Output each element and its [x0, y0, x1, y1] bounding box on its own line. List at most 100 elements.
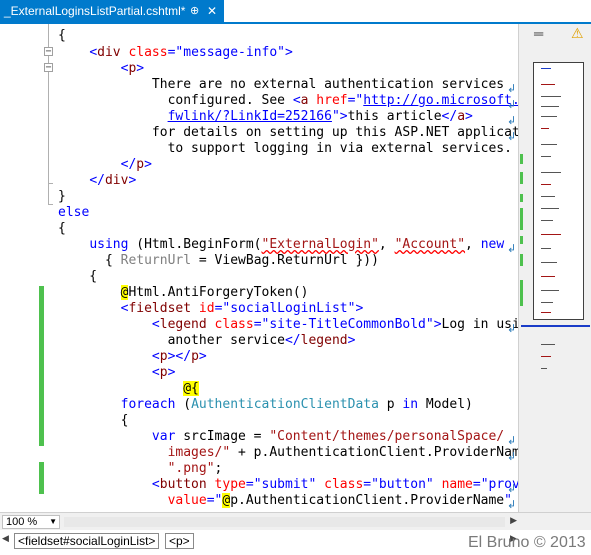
code-line: <p>: [58, 365, 175, 381]
scroll-right-icon[interactable]: ▶: [510, 533, 517, 543]
scroll-right-icon[interactable]: ▶: [510, 515, 517, 525]
outlining-margin: − −: [44, 24, 56, 512]
code-token: <p>: [151, 365, 176, 380]
code-token: configured. See <a href="http://go.micro…: [58, 93, 518, 108]
code-line: var srcImage = "Content/themes/personalS…: [58, 429, 504, 445]
code-token: <fieldset id="socialLoginList">: [120, 301, 364, 316]
code-token: @{: [183, 381, 199, 396]
minimap-line: [541, 290, 559, 291]
vertical-scrollbar-map[interactable]: ═ ⚠: [518, 24, 591, 512]
code-line: for details on setting up this ASP.NET a…: [58, 125, 518, 141]
word-wrap-glyph-icon: ↲: [507, 114, 517, 127]
code-line: foreach (AuthenticationClientData p in M…: [58, 397, 473, 413]
minimap-line: [541, 68, 551, 69]
change-bar: [39, 286, 44, 446]
minimap-change-bar: [520, 280, 523, 306]
minimap-line: [541, 156, 551, 157]
split-window-icon[interactable]: ═: [534, 26, 544, 41]
minimap-line: [541, 106, 559, 107]
horizontal-scrollbar[interactable]: ▶: [64, 515, 517, 527]
code-token: { ReturnUrl = ViewBag.ReturnUrl })): [58, 253, 379, 268]
word-wrap-glyph-icon: ↲: [507, 98, 517, 111]
minimap-line: [541, 248, 551, 249]
code-line: <p>: [58, 61, 144, 77]
collapse-toggle[interactable]: −: [44, 46, 53, 57]
code-token: </div>: [89, 173, 137, 188]
code-line: configured. See <a href="http://go.micro…: [58, 93, 518, 109]
code-token: using (Html.BeginForm("ExternalLogin", "…: [89, 237, 505, 252]
code-line: { ReturnUrl = ViewBag.ReturnUrl })): [58, 253, 379, 269]
scroll-left-icon[interactable]: ◀: [2, 533, 9, 543]
editor-gutter: [0, 24, 44, 512]
word-wrap-glyph-icon: ↲: [507, 242, 517, 255]
minimap-line: [541, 144, 557, 145]
close-icon[interactable]: ✕: [207, 4, 218, 18]
code-line: }: [58, 189, 66, 205]
editor-bottom-bar: 100 % ▼ ▶: [0, 512, 591, 530]
code-token: <legend class="site-TitleCommonBold">Log…: [151, 317, 518, 332]
code-token: {: [58, 28, 66, 43]
code-line: {: [58, 221, 66, 237]
word-wrap-glyph-icon: ↲: [507, 322, 517, 335]
code-token: }: [58, 189, 66, 204]
minimap-change-bar: [520, 172, 523, 184]
zoom-select[interactable]: 100 % ▼: [2, 515, 60, 529]
code-minimap[interactable]: [519, 44, 591, 404]
code-token: </p>: [120, 157, 152, 172]
pin-icon[interactable]: ⊕: [190, 5, 200, 17]
code-line: another service</legend>: [58, 333, 356, 349]
code-token: There are no external authentication ser…: [58, 77, 505, 92]
outline-guide: [48, 24, 49, 204]
code-token: var srcImage = "Content/themes/personalS…: [151, 429, 505, 444]
word-wrap-glyph-icon: ↲: [507, 450, 517, 463]
warning-icon[interactable]: ⚠: [571, 25, 584, 41]
breadcrumb-bar: ◀ <fieldset#socialLoginList> <p> ▶ El Br…: [0, 530, 591, 555]
code-editor[interactable]: − − { <div class="message-info"> <p> The…: [0, 24, 518, 512]
minimap-line: [541, 344, 555, 345]
tab-external-logins-list-partial[interactable]: _ExternalLoginsListPartial.cshtml* ⊕ ✕: [0, 0, 224, 22]
minimap-line: [541, 196, 555, 197]
minimap-change-bar: [520, 154, 523, 164]
code-line: images/" + p.AuthenticationClient.Provid…: [58, 445, 518, 461]
collapse-toggle[interactable]: −: [44, 62, 53, 73]
code-token: fwlink/?LinkId=252166">this article</a>: [167, 109, 473, 124]
code-token: {: [58, 269, 98, 284]
minimap-viewport[interactable]: [533, 62, 584, 320]
minimap-line: [541, 116, 557, 117]
code-line: else: [58, 205, 89, 221]
code-line: fwlink/?LinkId=252166">this article</a>: [58, 109, 473, 125]
code-line: <fieldset id="socialLoginList">: [58, 301, 364, 317]
minimap-line: [541, 172, 561, 173]
word-wrap-glyph-icon: ↲: [507, 82, 517, 95]
code-line: value="@p.AuthenticationClient.ProviderN…: [58, 493, 512, 509]
minimap-line: [541, 312, 551, 313]
chevron-down-icon[interactable]: ▼: [49, 517, 57, 526]
breadcrumb-item[interactable]: <fieldset#socialLoginList>: [14, 533, 160, 549]
minimap-line: [541, 356, 551, 357]
minimap-line: [541, 368, 547, 369]
zoom-value: 100 %: [6, 516, 38, 528]
code-token: for details on setting up this ASP.NET a…: [58, 125, 518, 140]
code-token: ".png";: [167, 461, 223, 476]
code-token: {: [58, 413, 129, 428]
code-token: {: [58, 221, 66, 236]
code-token: another service</legend>: [58, 333, 356, 348]
word-wrap-glyph-icon: ↲: [507, 482, 517, 495]
code-token: <button type="submit" class="button" nam…: [151, 477, 518, 492]
code-token: value="@p.AuthenticationClient.ProviderN…: [167, 493, 512, 508]
code-line: </p>: [58, 157, 152, 173]
minimap-line: [541, 128, 549, 129]
minimap-line: [541, 184, 551, 185]
code-token: else: [58, 205, 90, 220]
code-line: {: [58, 413, 129, 429]
breadcrumb-item[interactable]: <p>: [165, 533, 194, 549]
minimap-change-bar: [520, 208, 523, 230]
code-line: @{: [58, 381, 199, 397]
document-tab-strip: _ExternalLoginsListPartial.cshtml* ⊕ ✕: [0, 0, 591, 24]
code-token: <div class="message-info">: [89, 45, 293, 60]
code-line: ".png";: [58, 461, 223, 477]
word-wrap-glyph-icon: ↲: [507, 130, 517, 143]
word-wrap-glyph-icon: ↲: [507, 434, 517, 447]
code-line: There are no external authentication ser…: [58, 77, 504, 93]
minimap-line: [541, 220, 553, 221]
